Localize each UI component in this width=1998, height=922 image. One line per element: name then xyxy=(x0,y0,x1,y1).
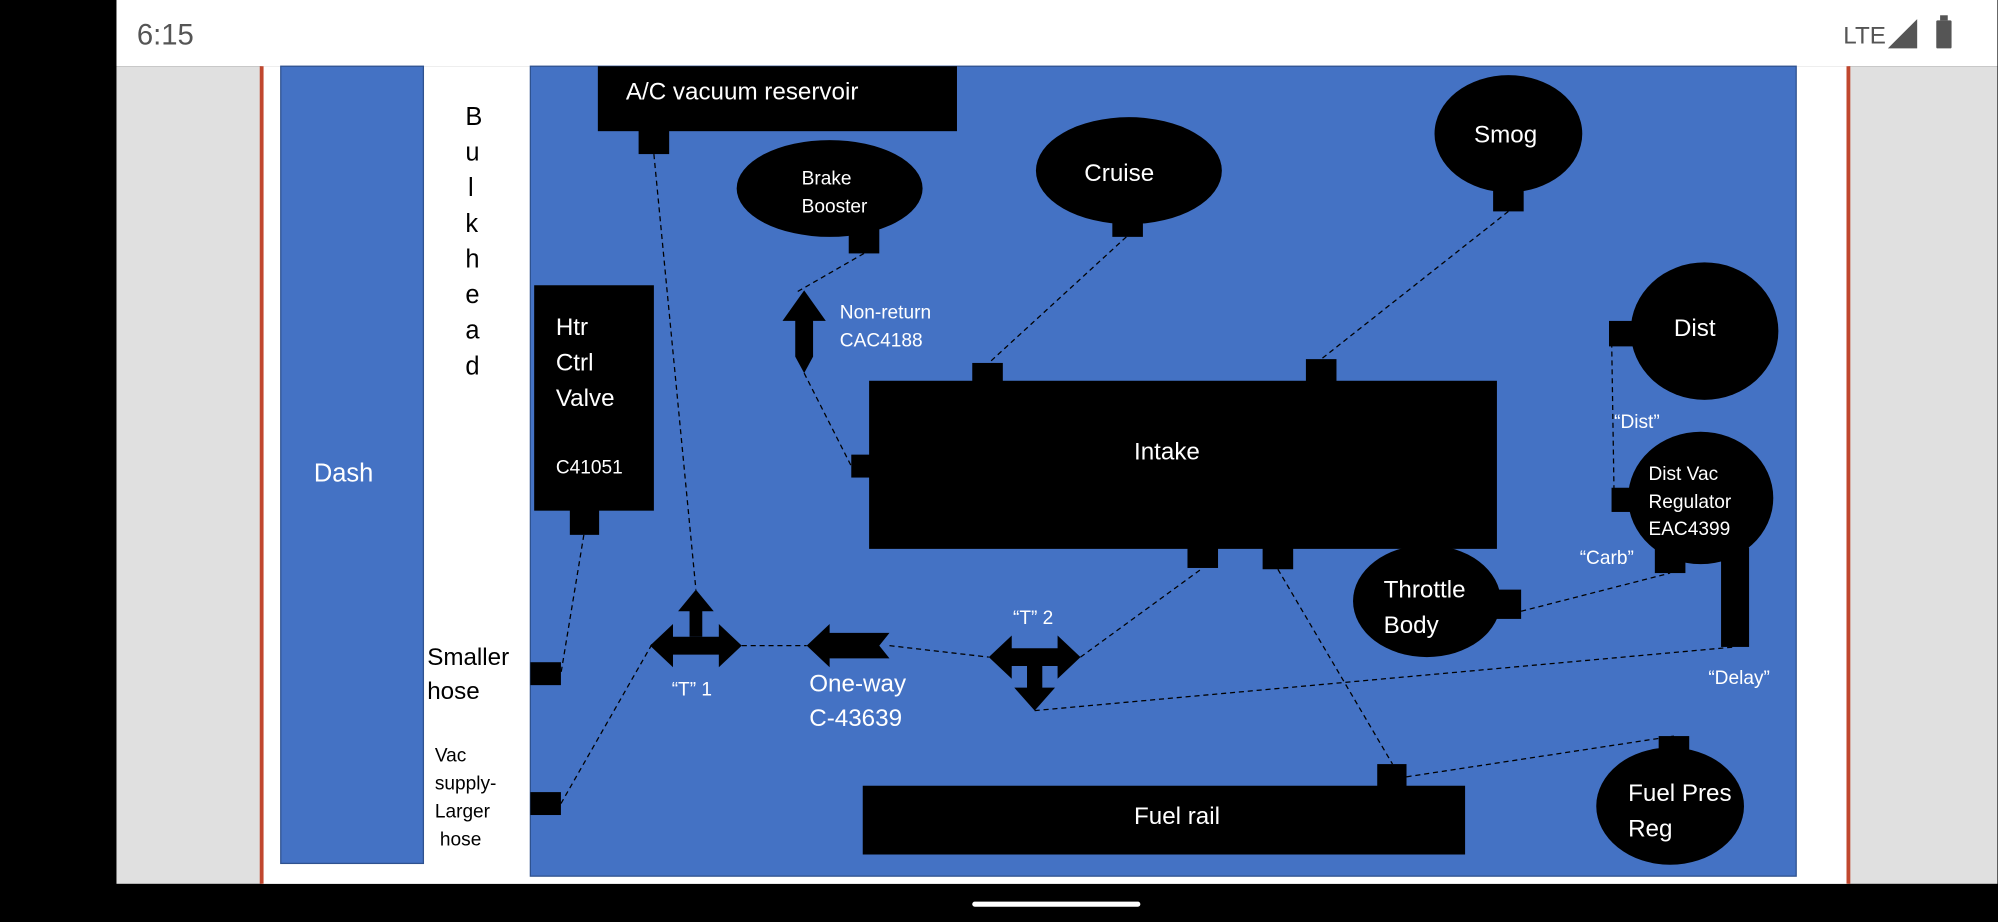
smaller-hose-label: hose xyxy=(427,678,479,705)
intake-port xyxy=(1262,546,1294,570)
smog-port xyxy=(1493,185,1524,212)
one-way-part-number: C-43639 xyxy=(809,705,902,732)
dist-vac-regulator xyxy=(1628,431,1774,565)
intake-port xyxy=(851,454,872,478)
one-way-label: One-way xyxy=(809,671,907,698)
smog-label: Smog xyxy=(1474,122,1537,149)
ac-port xyxy=(638,127,670,155)
non-return-valve-arrow-icon xyxy=(782,290,826,374)
vac-supply-label: hose xyxy=(440,830,481,851)
status-time: 6:15 xyxy=(137,19,194,52)
fpr-label: Fuel Pres xyxy=(1628,780,1732,807)
ac-vacuum-reservoir xyxy=(597,66,957,132)
bulkhead-letter: l xyxy=(468,174,474,202)
regulator-label: Regulator xyxy=(1648,492,1731,513)
intake-port xyxy=(1187,546,1219,568)
cruise xyxy=(1035,117,1222,225)
bulkhead-letter: u xyxy=(465,138,479,166)
bulkhead-label: B u l k h e a d xyxy=(465,103,482,381)
htr-label: Valve xyxy=(556,385,615,412)
delay-hose-label: “Delay” xyxy=(1708,668,1770,689)
bulkhead-letter: a xyxy=(465,317,480,345)
bulkhead-letter: B xyxy=(465,103,482,131)
intake-port xyxy=(1305,359,1337,384)
t1-connector-icon xyxy=(650,589,742,668)
hose-throttle-to-carb xyxy=(1520,572,1671,612)
home-indicator[interactable] xyxy=(972,901,1141,907)
distributor xyxy=(1630,262,1779,400)
hose-ac-to-t1 xyxy=(653,154,697,590)
brake-booster-port xyxy=(848,226,880,254)
vacuum-hoses xyxy=(560,154,1736,804)
htr-part-number: C41051 xyxy=(556,458,623,479)
throttle-body-port xyxy=(1495,589,1522,619)
t2-connector-icon xyxy=(988,635,1081,711)
brake-booster-label: Brake xyxy=(802,169,852,190)
cruise-port xyxy=(1112,211,1143,237)
one-way-valve-arrow-icon xyxy=(806,624,890,668)
throttle-body xyxy=(1353,545,1501,658)
non-return-part-number: CAC4188 xyxy=(840,330,923,351)
regulator-label: Dist Vac xyxy=(1648,464,1718,485)
t2-label: “T” 2 xyxy=(1013,608,1053,629)
fpr-port xyxy=(1658,736,1690,757)
bulkhead-letter: k xyxy=(465,210,478,238)
hose-t2-to-delay xyxy=(1034,646,1736,712)
fuel-rail-port xyxy=(1377,764,1407,789)
htr-label: Ctrl xyxy=(556,350,594,377)
heater-control-valve xyxy=(534,285,654,511)
hose-fuelrail-to-fpr xyxy=(1406,735,1675,778)
fuel-rail xyxy=(862,785,1466,855)
vac-supply-label: Vac xyxy=(435,746,467,767)
htr-label: Htr xyxy=(556,314,588,341)
bulkhead-letter: h xyxy=(465,245,479,273)
throttle-body-label: Throttle xyxy=(1384,576,1466,603)
intake-port xyxy=(972,362,1003,384)
cruise-label: Cruise xyxy=(1084,160,1154,187)
status-network: LTE xyxy=(1843,22,1886,49)
fpr-label: Reg xyxy=(1628,816,1672,843)
vac-supply-label: supply- xyxy=(435,774,497,795)
regulator-delay-port xyxy=(1721,547,1750,647)
signal-icon xyxy=(1887,19,1918,49)
dash-label: Dash xyxy=(314,459,373,487)
heater-valve-port xyxy=(569,508,600,535)
regulator-part-number: EAC4399 xyxy=(1648,519,1730,540)
vac-supply-label: Larger xyxy=(435,802,491,823)
bulkhead-letter: d xyxy=(465,352,479,380)
regulator-dist-port xyxy=(1611,487,1634,512)
dist-port xyxy=(1608,320,1638,347)
status-bar xyxy=(116,0,1998,67)
carb-hose-label: “Carb” xyxy=(1580,548,1634,569)
smog xyxy=(1434,75,1583,193)
hose-htr-to-smaller xyxy=(560,534,585,674)
t1-label: “T” 1 xyxy=(672,679,712,700)
hose-brake-to-nonreturn xyxy=(794,252,865,294)
smaller-hose-label: Smaller xyxy=(427,644,509,671)
battery-icon xyxy=(1936,15,1952,49)
hose-smog-to-intake xyxy=(1320,210,1509,360)
hose-intake-to-fuelrail xyxy=(1277,568,1394,765)
intake-label: Intake xyxy=(1134,439,1200,466)
brake-booster-label: Booster xyxy=(802,197,868,218)
hose-t2-to-intake xyxy=(1080,567,1204,658)
throttle-body-label: Body xyxy=(1384,612,1440,639)
intake-manifold xyxy=(869,380,1497,549)
hose-dist-to-regulator xyxy=(1610,333,1615,497)
hose-supply-to-t1 xyxy=(560,642,654,804)
fuel-rail-label: Fuel rail xyxy=(1134,803,1220,830)
non-return-label: Non-return xyxy=(840,302,931,323)
bulkhead-letter: e xyxy=(465,281,479,309)
hose-oneway-to-t2 xyxy=(889,645,989,658)
brake-booster xyxy=(736,140,923,237)
dist-hose-label: “Dist” xyxy=(1614,412,1660,433)
ac-reservoir-label: A/C vacuum reservoir xyxy=(626,78,859,105)
dist-label: Dist xyxy=(1674,315,1716,342)
smaller-hose-port xyxy=(530,662,561,686)
dash-panel xyxy=(280,65,425,865)
hose-cruise-to-intake xyxy=(988,236,1127,364)
fuel-pressure-regulator xyxy=(1596,747,1744,865)
vac-supply-port xyxy=(530,792,561,816)
